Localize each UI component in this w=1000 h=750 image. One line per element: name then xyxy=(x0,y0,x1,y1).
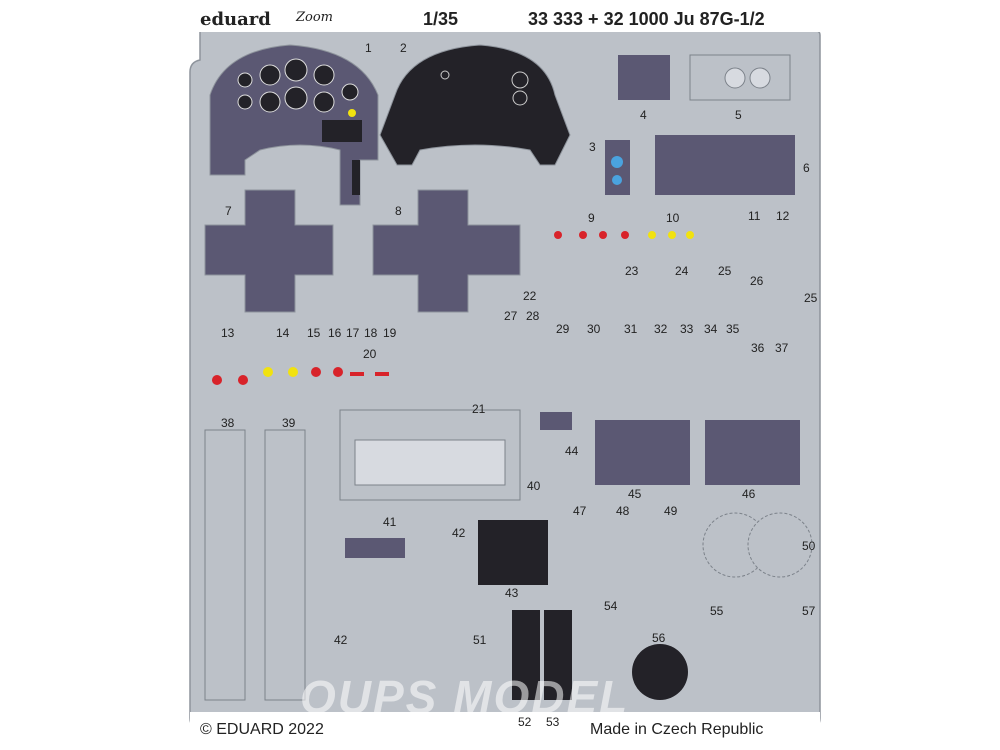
part-38-39-strips xyxy=(204,429,306,701)
part-43 xyxy=(478,520,548,585)
part-7-cross xyxy=(204,189,334,313)
part-label: 45 xyxy=(628,487,642,501)
kit-title: 33 333 + 32 1000 Ju 87G-1/2 xyxy=(528,9,765,29)
part-label: 56 xyxy=(652,631,666,645)
brand-logo: eduard xyxy=(200,9,271,30)
part-4 xyxy=(618,55,670,100)
part-label: 47 xyxy=(573,504,587,518)
part-9-10-lamps xyxy=(554,231,694,239)
part-label: 20 xyxy=(363,347,377,361)
part-label: 15 xyxy=(307,326,321,340)
part-44 xyxy=(540,412,572,430)
part-label: 6 xyxy=(803,161,810,175)
part-label: 36 xyxy=(751,341,765,355)
part-label: 25 xyxy=(718,264,732,278)
part-label: 24 xyxy=(675,264,689,278)
part-label: 54 xyxy=(604,599,618,613)
part-52-53 xyxy=(512,610,572,700)
part-label: 43 xyxy=(505,586,519,600)
part-label: 21 xyxy=(472,402,486,416)
part-2-panel-black xyxy=(379,44,571,166)
part-label: 33 xyxy=(680,322,694,336)
part-label: 42 xyxy=(452,526,466,540)
watermark: OUPS MODEL xyxy=(300,671,630,723)
footer-strip xyxy=(190,712,820,750)
header-strip xyxy=(190,6,820,32)
part-1-instrument-panel xyxy=(209,44,379,206)
part-label: 48 xyxy=(616,504,630,518)
part-label: 30 xyxy=(587,322,601,336)
zoom-logo: Zoom xyxy=(296,10,334,25)
part-label: 55 xyxy=(710,604,724,618)
part-label: 13 xyxy=(221,326,235,340)
part-label: 7 xyxy=(225,204,232,218)
part-label: 22 xyxy=(523,289,537,303)
part-label: 5 xyxy=(735,108,742,122)
part-label: 14 xyxy=(276,326,290,340)
part-label: 3 xyxy=(589,140,596,154)
part-5 xyxy=(689,54,791,101)
part-label: 52 xyxy=(518,715,532,729)
part-40 xyxy=(339,409,521,501)
copyright-text: © EDUARD 2022 xyxy=(200,721,324,738)
part-label: 4 xyxy=(640,108,647,122)
part-50-rings xyxy=(702,512,813,578)
part-number-labels: 1 2 3 4 5 6 7 8 9 10 11 12 13 14 15 16 1… xyxy=(221,41,818,729)
part-label: 39 xyxy=(282,416,296,430)
part-label: 51 xyxy=(473,633,487,647)
part-label: 26 xyxy=(750,274,764,288)
part-label: 8 xyxy=(395,204,402,218)
part-label: 37 xyxy=(775,341,789,355)
part-label: 9 xyxy=(588,211,595,225)
part-56 xyxy=(632,644,688,700)
part-label: 19 xyxy=(383,326,397,340)
scale-label: 1/35 xyxy=(423,9,459,29)
part-label: 49 xyxy=(664,504,678,518)
part-label: 23 xyxy=(625,264,639,278)
part-label: 16 xyxy=(328,326,342,340)
part-label: 50 xyxy=(802,539,816,553)
part-label: 25 xyxy=(804,291,818,305)
part-label: 28 xyxy=(526,309,540,323)
part-label: 2 xyxy=(400,41,407,55)
part-label: 1 xyxy=(365,41,372,55)
part-label: 32 xyxy=(654,322,668,336)
part-6 xyxy=(655,135,795,195)
part-label: 42 xyxy=(334,633,348,647)
part-label: 57 xyxy=(802,604,816,618)
part-46 xyxy=(705,420,800,485)
origin-text: Made in Czech Republic xyxy=(590,721,764,738)
part-label: 27 xyxy=(504,309,518,323)
part-label: 38 xyxy=(221,416,235,430)
part-label: 12 xyxy=(776,209,790,223)
part-label: 31 xyxy=(624,322,638,336)
part-13-15-levers xyxy=(212,367,389,385)
part-label: 44 xyxy=(565,444,579,458)
part-8-cross xyxy=(372,189,521,313)
part-label: 18 xyxy=(364,326,378,340)
part-label: 17 xyxy=(346,326,360,340)
part-label: 46 xyxy=(742,487,756,501)
part-label: 40 xyxy=(527,479,541,493)
part-label: 41 xyxy=(383,515,397,529)
part-3 xyxy=(605,140,630,195)
part-label: 34 xyxy=(704,322,718,336)
part-45 xyxy=(595,420,690,485)
part-label: 29 xyxy=(556,322,570,336)
part-label: 35 xyxy=(726,322,740,336)
part-label: 11 xyxy=(748,209,761,223)
part-label: 10 xyxy=(666,211,680,225)
part-label: 53 xyxy=(546,715,560,729)
part-41 xyxy=(345,538,405,558)
